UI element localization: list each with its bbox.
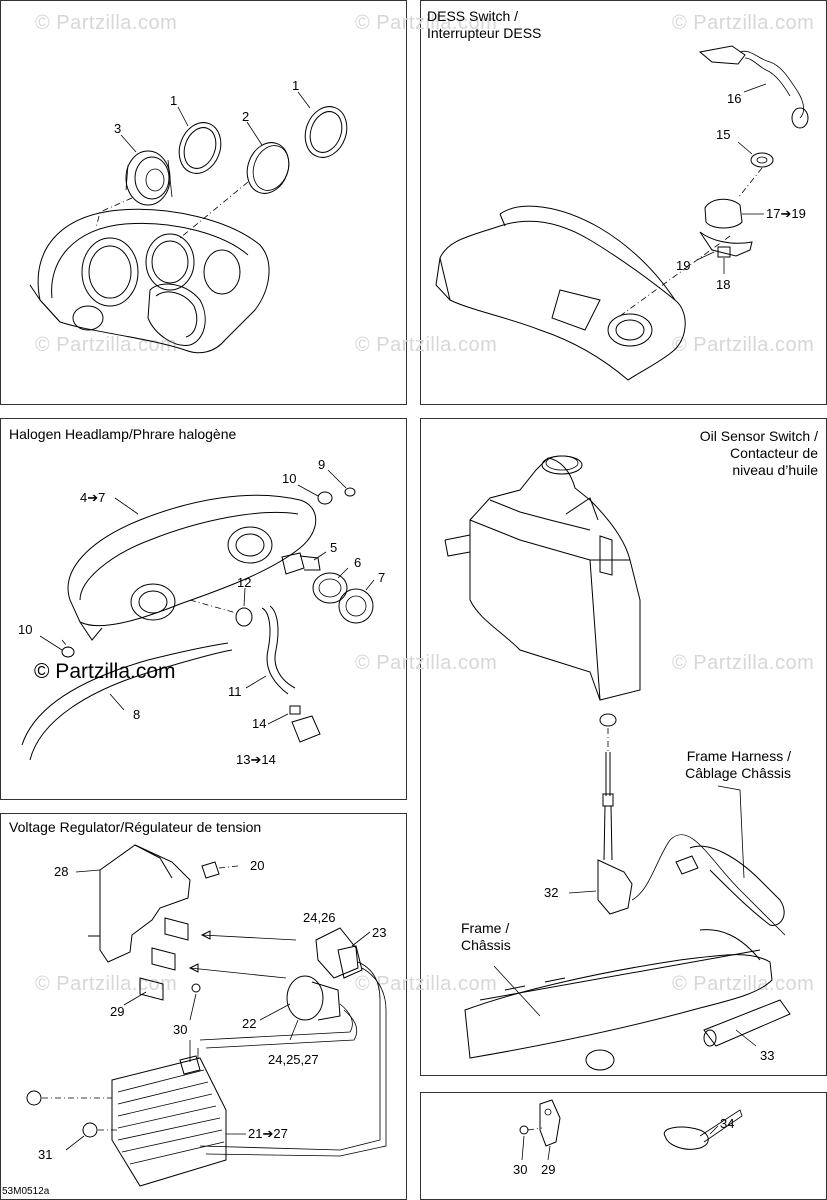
callout-15: 15 xyxy=(716,127,731,142)
gauge-cluster-drawing xyxy=(29,91,348,354)
callout-10: 10 xyxy=(282,471,297,486)
watermark: © Partzilla.com xyxy=(672,334,815,356)
callout-28: 28 xyxy=(54,864,69,879)
callout-18: 18 xyxy=(716,277,731,292)
frame-harness-label: Frame Harness / Câblage Châssis xyxy=(621,748,791,782)
callout-24-26: 24,26 xyxy=(303,910,336,925)
callout-7: 7 xyxy=(378,570,386,585)
headlamp-panel-title: Halogen Headlamp/Phrare halogène xyxy=(9,426,237,442)
callout-2: 2 xyxy=(242,109,250,124)
copyright-notice: © Partzilla.com xyxy=(34,660,176,683)
callout-14: 14 xyxy=(252,716,267,731)
oil-title-line-1: Oil Sensor Switch / xyxy=(699,428,818,444)
watermark: © Partzilla.com xyxy=(355,12,498,34)
callout-19: 19 xyxy=(676,258,691,273)
callout-29: 29 xyxy=(110,1004,125,1019)
callout-12: 12 xyxy=(237,575,252,590)
frame-label-line-1: Frame / xyxy=(461,920,510,936)
callout-29: 29 xyxy=(541,1162,556,1177)
watermark: © Partzilla.com xyxy=(355,652,498,674)
callout-31: 31 xyxy=(38,1147,53,1162)
callout-22: 22 xyxy=(242,1016,257,1031)
callout-9: 9 xyxy=(318,457,326,472)
callout-33: 33 xyxy=(760,1048,775,1063)
callout-21-27: 21➔27 xyxy=(248,1126,288,1141)
dess-drawing xyxy=(435,45,809,381)
callout-3: 3 xyxy=(114,121,122,136)
callout-5: 5 xyxy=(330,540,338,555)
oil-title-line-3: niveau d’huile xyxy=(732,462,818,478)
dess-panel-title: DESS Switch / Interrupteur DESS xyxy=(427,8,541,42)
frame-harness-line-2: Câblage Châssis xyxy=(685,765,791,781)
panel-clips xyxy=(420,1092,827,1200)
watermark: © Partzilla.com xyxy=(672,973,815,995)
frame-label: Frame / Châssis xyxy=(461,920,511,954)
callout-13-14: 13➔14 xyxy=(236,752,276,767)
callout-1: 1 xyxy=(170,93,178,108)
panel-dess xyxy=(420,0,827,405)
dess-title-line-2: Interrupteur DESS xyxy=(427,25,542,41)
callout-17-19: 17➔19 xyxy=(766,206,806,221)
oil-sensor-panel-title: Oil Sensor Switch / Contacteur de niveau… xyxy=(598,428,818,479)
callout-34: 34 xyxy=(720,1116,735,1131)
oil-tank-drawing xyxy=(444,455,791,1071)
callout-30: 30 xyxy=(173,1022,188,1037)
callout-30: 30 xyxy=(513,1162,528,1177)
watermark: © Partzilla.com xyxy=(355,973,498,995)
panel-gauges xyxy=(0,0,407,405)
frame-label-line-2: Châssis xyxy=(461,937,511,953)
drawing-code: 53M0512a xyxy=(2,1186,50,1197)
frame-harness-line-1: Frame Harness / xyxy=(686,748,791,764)
watermark: © Partzilla.com xyxy=(672,12,815,34)
callout-8: 8 xyxy=(133,707,141,722)
callout-24-25-27: 24,25,27 xyxy=(268,1052,319,1067)
callout-11: 11 xyxy=(228,684,242,699)
callout-6: 6 xyxy=(354,555,362,570)
oil-title-line-2: Contacteur de xyxy=(730,445,818,461)
callout-1: 1 xyxy=(292,78,300,93)
voltage-regulator-panel-title: Voltage Regulator/Régulateur de tension xyxy=(9,819,262,835)
watermark: © Partzilla.com xyxy=(355,334,498,356)
voltage-regulator-drawing xyxy=(26,844,387,1187)
callout-20: 20 xyxy=(250,858,265,873)
watermark: © Partzilla.com xyxy=(672,652,815,674)
callout-23: 23 xyxy=(372,925,387,940)
clips-drawing xyxy=(519,1099,743,1161)
callout-32: 32 xyxy=(544,885,559,900)
headlamp-drawing xyxy=(21,469,375,761)
callout-4-7: 4➔7 xyxy=(80,490,106,505)
dess-title-line-1: DESS Switch / xyxy=(427,8,519,24)
watermark: © Partzilla.com xyxy=(35,12,178,34)
callout-10: 10 xyxy=(18,622,33,637)
callout-16: 16 xyxy=(727,91,742,106)
